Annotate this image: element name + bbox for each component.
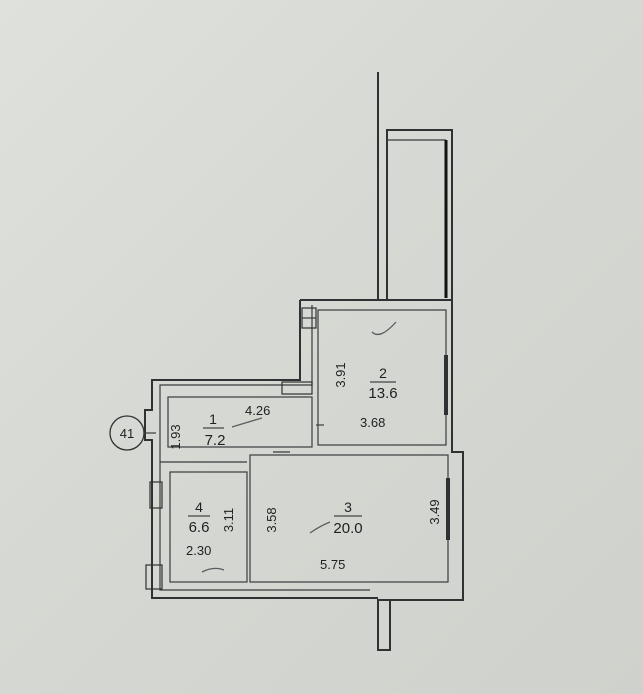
east-wall	[300, 299, 464, 651]
room-3-check-mark	[309, 521, 331, 534]
room-1-area: 7.2	[205, 432, 226, 449]
balcony-block	[377, 72, 453, 301]
room-3-number: 3	[344, 499, 352, 515]
room-4-shaft	[149, 481, 163, 509]
room-4-riser	[145, 564, 163, 590]
outer-walls	[144, 299, 464, 651]
room-2-number: 2	[379, 365, 387, 381]
room-1-outline	[167, 396, 313, 448]
room-3-depth-left: 3.58	[264, 507, 279, 532]
room-4-check-mark	[201, 567, 225, 573]
balcony-wall	[377, 72, 453, 301]
room-4-number: 4	[195, 499, 203, 515]
room-2-area: 13.6	[368, 385, 397, 402]
room-1-depth: 1.93	[168, 424, 183, 449]
west-wall	[144, 300, 378, 599]
room-4-area: 6.6	[189, 519, 210, 536]
apartment-number: 41	[120, 426, 134, 441]
room-1-check-mark	[231, 417, 263, 428]
room-4-outline	[169, 471, 248, 583]
room-1-shaft	[281, 381, 313, 395]
room-2: 2 13.6 3.68 3.91	[301, 307, 448, 446]
room-4-depth: 3.11	[221, 508, 236, 532]
room-3-width: 5.75	[320, 557, 345, 572]
room-2-depth: 3.91	[333, 362, 348, 387]
room-4-width: 2.30	[186, 543, 211, 558]
room-3-outline	[249, 454, 449, 583]
room-1: 1 7.2 4.26 1.93	[167, 381, 324, 450]
room-4: 4 6.6 2.30 3.11	[145, 461, 248, 590]
inner-wall-line	[159, 305, 370, 591]
room-3-area: 20.0	[333, 520, 362, 537]
room-1-width: 4.26	[245, 403, 270, 418]
room-3: 3 20.0 5.75 3.58 3.49	[249, 451, 450, 583]
apartment-tag: 41	[109, 415, 156, 451]
room-1-number: 1	[209, 411, 217, 427]
room-2-check-mark	[371, 321, 397, 336]
room-2-width: 3.68	[360, 415, 385, 430]
room-3-depth-right: 3.49	[427, 499, 442, 524]
